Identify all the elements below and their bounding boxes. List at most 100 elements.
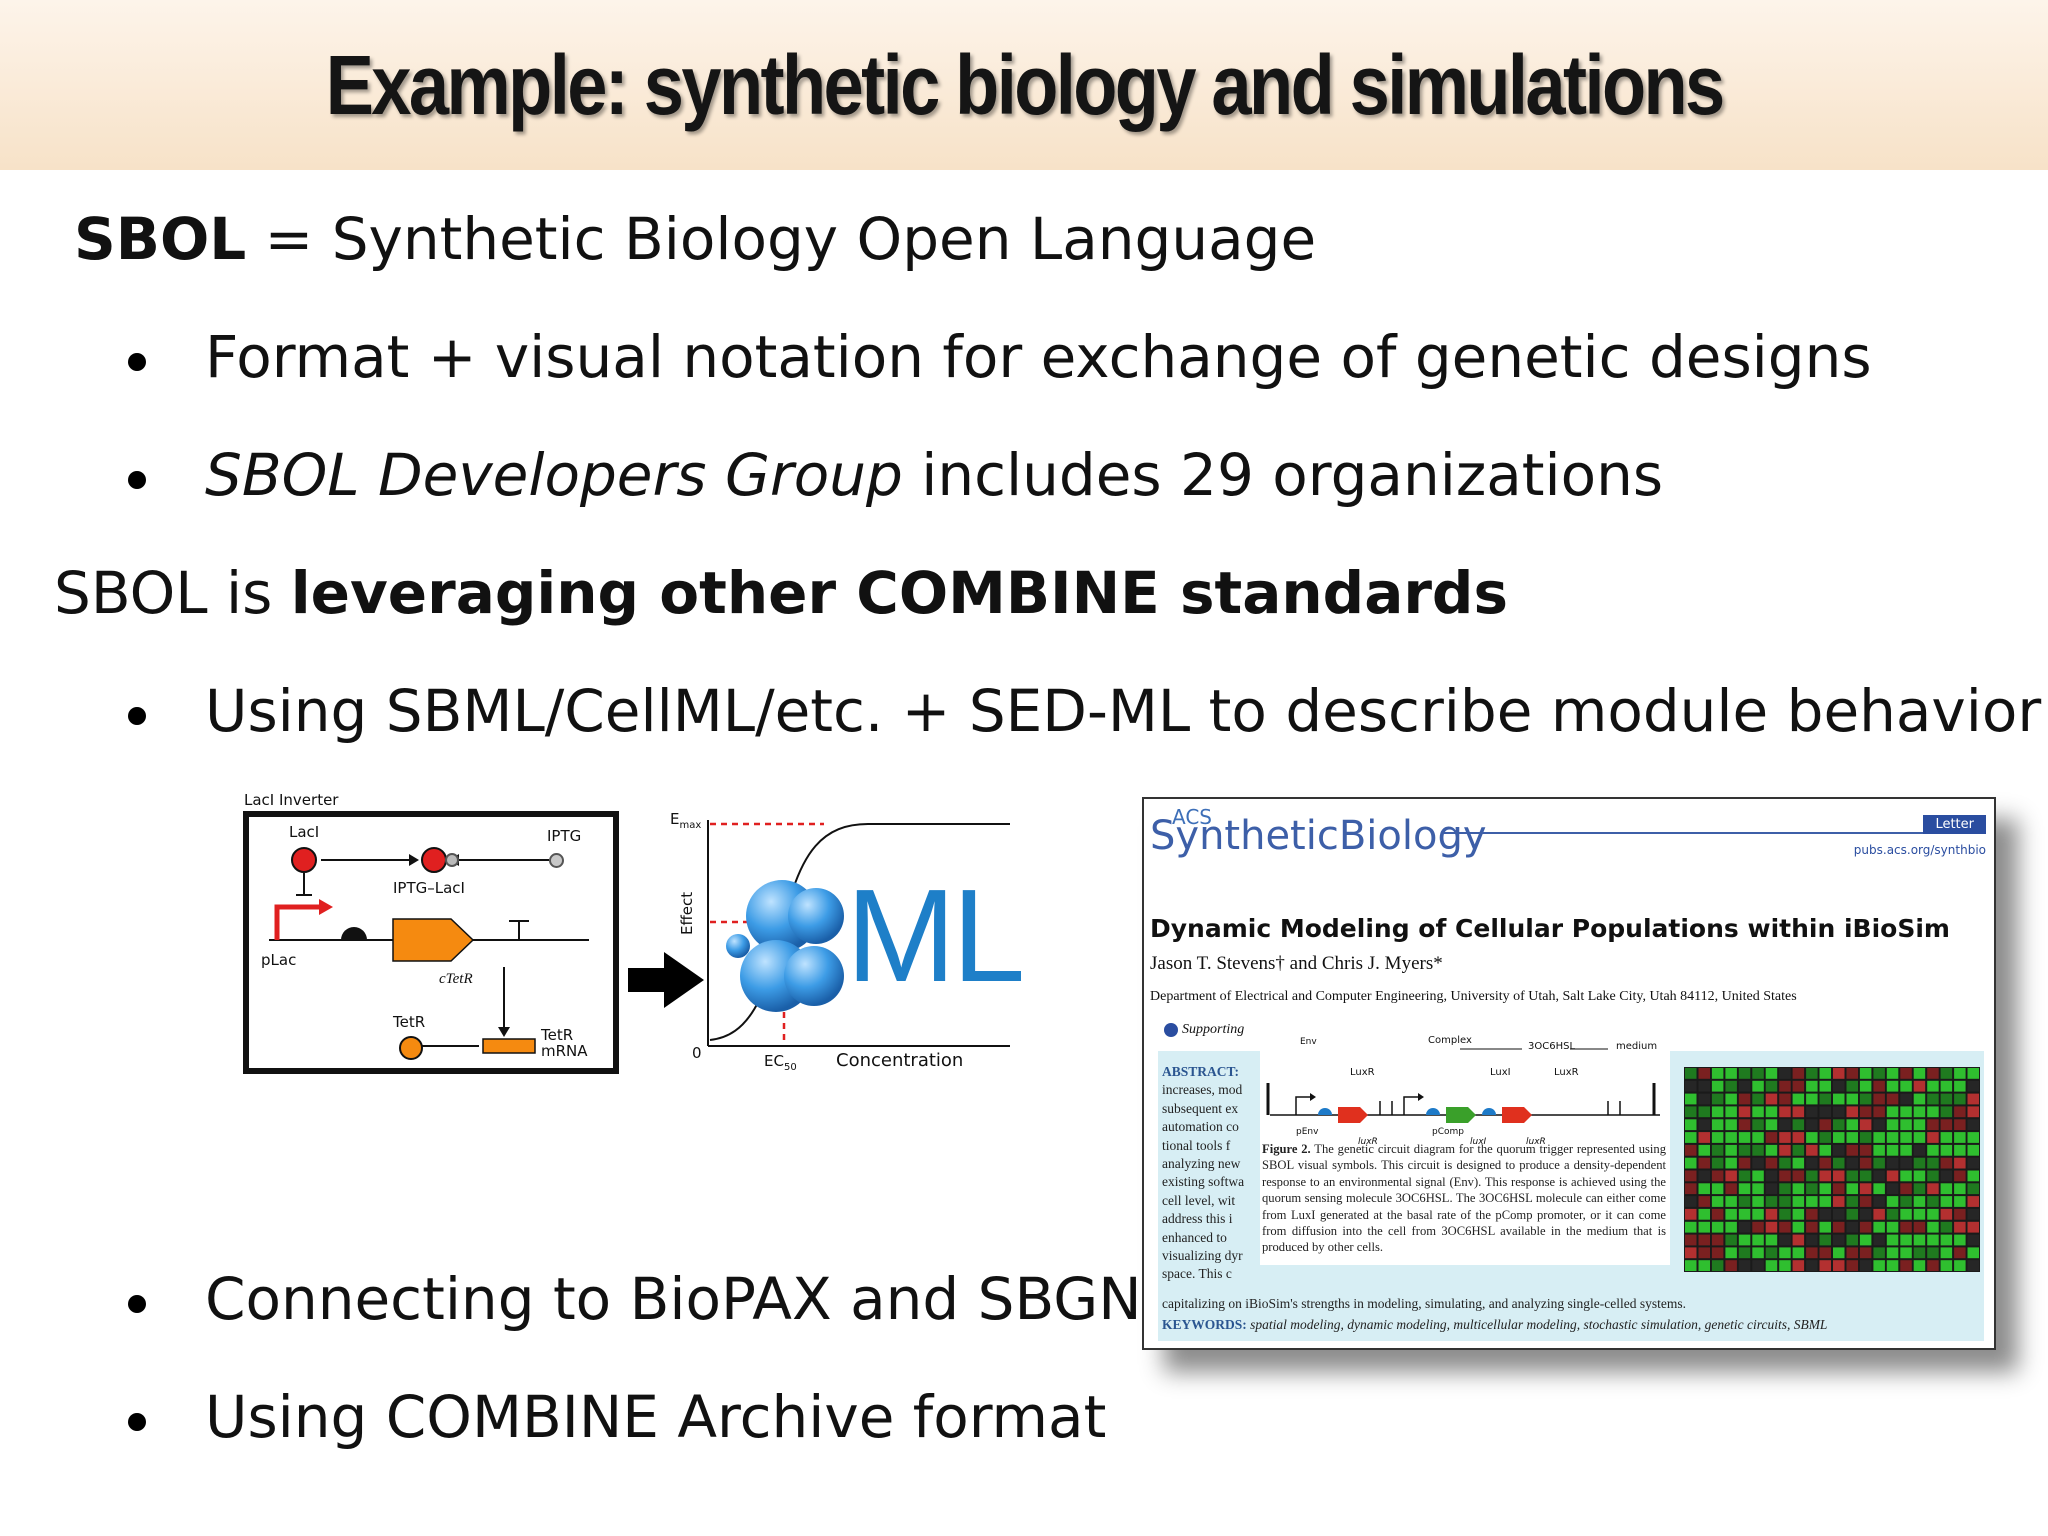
heatmap-cell (1819, 1080, 1831, 1092)
ec50-text: EC (764, 1052, 784, 1070)
heatmap-cell (1900, 1183, 1912, 1195)
article-title: Dynamic Modeling of Cellular Populations… (1150, 914, 1950, 943)
heatmap-cell (1886, 1157, 1899, 1169)
heatmap-cell (1738, 1119, 1751, 1131)
keywords-list: spatial modeling, dynamic modeling, mult… (1250, 1317, 1828, 1332)
heatmap-cell (1940, 1068, 1953, 1079)
ec50-subscript: 50 (783, 1062, 797, 1073)
heatmap-cell (1940, 1234, 1953, 1246)
heatmap-cell (1806, 1234, 1818, 1246)
heatmap-cell (1900, 1221, 1912, 1233)
fig-pcomp-label: pComp (1432, 1127, 1464, 1137)
heatmap-cell (1738, 1132, 1751, 1143)
heatmap-cell (1711, 1119, 1724, 1131)
heatmap-cell (1711, 1093, 1724, 1105)
heatmap-cell (1765, 1093, 1778, 1105)
heatmap-cell (1752, 1106, 1764, 1118)
arrow-right-icon (628, 952, 704, 1008)
heatmap-cell (1886, 1260, 1899, 1271)
heatmap-cell (1765, 1119, 1778, 1131)
heatmap-cell (1698, 1093, 1710, 1105)
heatmap-cell (1859, 1247, 1872, 1259)
bullet-dot (128, 353, 146, 371)
heatmap-cell (1873, 1170, 1885, 1182)
heatmap-cell (1900, 1093, 1912, 1105)
fig-luxi-label: LuxI (1490, 1067, 1511, 1078)
effect-axis-label: Effect (678, 891, 696, 935)
heatmap-cell (1711, 1208, 1724, 1220)
heatmap-cell (1940, 1247, 1953, 1259)
heatmap-cell (1927, 1080, 1939, 1092)
heatmap-cell (1685, 1144, 1697, 1156)
heatmap-cell (1779, 1221, 1791, 1233)
laci-protein-icon (291, 847, 317, 873)
heatmap-cell (1913, 1080, 1926, 1092)
heatmap-cell (1967, 1170, 1979, 1182)
heatmap-cell (1711, 1247, 1724, 1259)
heatmap-cell (1819, 1119, 1831, 1131)
leveraging-emphasis: leveraging other COMBINE standards (290, 559, 1508, 627)
heatmap-cell (1752, 1196, 1764, 1207)
heatmap-cell (1927, 1119, 1939, 1131)
heatmap-cell (1779, 1068, 1791, 1079)
journal-divider (1444, 832, 1984, 834)
heatmap-cell (1913, 1234, 1926, 1246)
heatmap-cell (1940, 1157, 1953, 1169)
heatmap-cell (1954, 1132, 1966, 1143)
heatmap-cell (1738, 1106, 1751, 1118)
heatmap-cell (1711, 1068, 1724, 1079)
heatmap-cell (1819, 1132, 1831, 1143)
iptg-laci-label: IPTG–LacI (393, 879, 465, 897)
laci-complex-icon (421, 847, 447, 873)
emax-text: E (670, 810, 680, 828)
heatmap-cell (1927, 1157, 1939, 1169)
heatmap-cell (1967, 1221, 1979, 1233)
heatmap-cell (1833, 1221, 1845, 1233)
heatmap-cell (1698, 1196, 1710, 1207)
heatmap-cell (1779, 1093, 1791, 1105)
heatmap-cell (1940, 1260, 1953, 1271)
heatmap-cell (1792, 1234, 1805, 1246)
abstract-body: increases, mod subsequent ex automation … (1162, 1082, 1245, 1282)
heatmap-cell (1806, 1093, 1818, 1105)
supporting-info-label: Supporting (1182, 1022, 1245, 1037)
heatmap-cell (1779, 1247, 1791, 1259)
heatmap-cell (1954, 1183, 1966, 1195)
heatmap-cell (1725, 1170, 1737, 1182)
heatmap-cell (1954, 1144, 1966, 1156)
heatmap-cell (1859, 1221, 1872, 1233)
figure-caption-text: The genetic circuit diagram for the quor… (1262, 1142, 1666, 1255)
heatmap-cell (1779, 1260, 1791, 1271)
heatmap-cell (1873, 1157, 1885, 1169)
heatmap-cell (1819, 1068, 1831, 1079)
tetr-mrna-label: TetR mRNA (541, 1027, 588, 1059)
heatmap-cell (1846, 1068, 1858, 1079)
heatmap-cell (1846, 1221, 1858, 1233)
heatmap-cell (1913, 1093, 1926, 1105)
heatmap-cell (1967, 1196, 1979, 1207)
heatmap-cell (1779, 1144, 1791, 1156)
heatmap-cell (1765, 1183, 1778, 1195)
heatmap-cell (1711, 1234, 1724, 1246)
heatmap-cell (1765, 1221, 1778, 1233)
ctetr-label: cTetR (439, 971, 473, 987)
heatmap-cell (1859, 1093, 1872, 1105)
concentration-axis-label: Concentration (836, 1050, 964, 1071)
heatmap-cell (1873, 1221, 1885, 1233)
heatmap-cell (1698, 1132, 1710, 1143)
heatmap-cell (1846, 1170, 1858, 1182)
fig-luxr-label-1: LuxR (1350, 1067, 1375, 1078)
heatmap-cell (1833, 1106, 1845, 1118)
heatmap-cell (1859, 1196, 1872, 1207)
heatmap-cell (1698, 1106, 1710, 1118)
heatmap-cell (1806, 1260, 1818, 1271)
heatmap-cell (1725, 1221, 1737, 1233)
heatmap-cell (1738, 1183, 1751, 1195)
heatmap-cell (1900, 1106, 1912, 1118)
heatmap-cell (1792, 1157, 1805, 1169)
abstract-last-line: capitalizing on iBioSim's strengths in m… (1162, 1296, 1686, 1311)
heatmap-cell (1967, 1068, 1979, 1079)
heatmap-cell (1940, 1196, 1953, 1207)
slide-title: Example: synthetic biology and simulatio… (325, 37, 1726, 132)
heatmap-cell (1792, 1119, 1805, 1131)
